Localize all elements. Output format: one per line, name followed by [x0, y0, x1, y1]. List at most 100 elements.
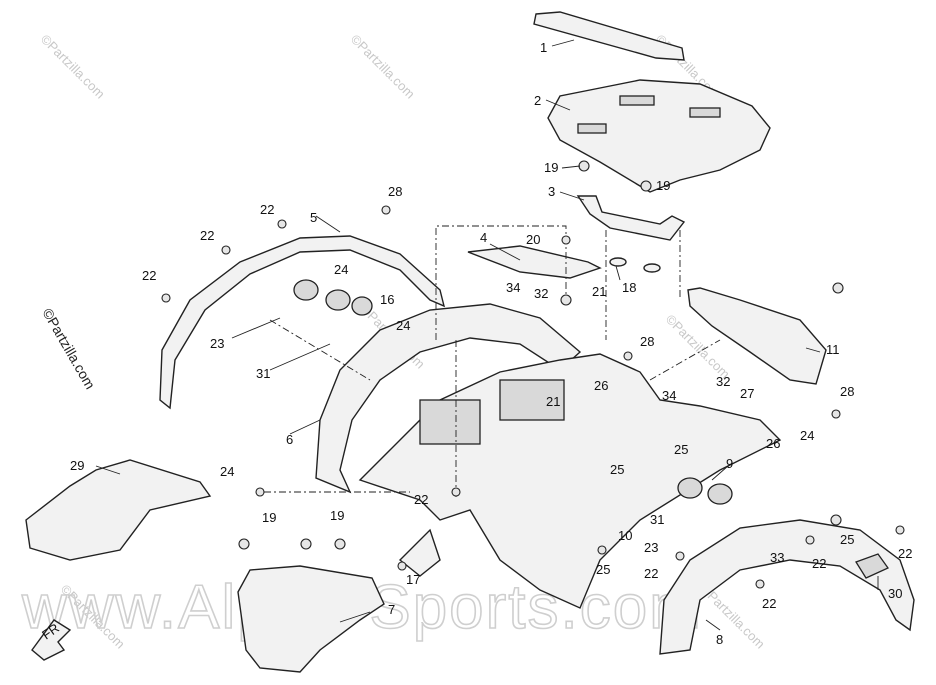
callout: 19 — [262, 510, 276, 525]
callout: 25 — [610, 462, 624, 477]
leader — [615, 265, 621, 281]
bolt — [623, 351, 633, 361]
callout: 1 — [540, 40, 547, 55]
callout-labels: 1 2 19 19 3 28 22 5 22 4 20 24 22 34 18 … — [70, 40, 912, 647]
leader — [489, 243, 521, 261]
bolt — [381, 205, 391, 215]
callout: 22 — [142, 268, 156, 283]
callout: 32 — [534, 286, 548, 301]
callout: 17 — [406, 572, 420, 587]
bolt — [161, 293, 171, 303]
callout: 28 — [840, 384, 854, 399]
part-9-tail-lights — [677, 477, 733, 505]
part-4-plate — [467, 245, 602, 279]
leader — [711, 465, 729, 481]
callout: 34 — [662, 388, 676, 403]
leader — [289, 419, 321, 435]
bolt — [238, 538, 250, 550]
storage-recess — [499, 379, 565, 421]
callout: 32 — [716, 374, 730, 389]
bolt — [255, 487, 265, 497]
part-2-slot — [619, 95, 655, 106]
leader — [339, 611, 371, 623]
leader — [545, 99, 571, 111]
callout: 9 — [726, 456, 733, 471]
callout: 24 — [334, 262, 348, 277]
callout: 6 — [286, 432, 293, 447]
callout: 34 — [506, 280, 520, 295]
storage-recess — [419, 399, 481, 445]
bolt — [300, 538, 312, 550]
part-2-rear-rack — [547, 79, 771, 193]
callout: 22 — [260, 202, 274, 217]
bolt — [397, 561, 407, 571]
callout: 33 — [770, 550, 784, 565]
bolt — [560, 294, 572, 306]
callout: 28 — [388, 184, 402, 199]
callout: 19 — [330, 508, 344, 523]
callout: 18 — [622, 280, 636, 295]
leader — [805, 347, 821, 353]
part-8-right-fender — [659, 519, 915, 655]
callout: 7 — [388, 602, 395, 617]
bolt — [561, 235, 571, 245]
centerline — [435, 225, 567, 340]
watermark: ©Partzilla.com — [38, 32, 108, 102]
callout: 26 — [594, 378, 608, 393]
tail-light — [677, 477, 703, 499]
leader-lines — [95, 39, 879, 631]
arrow-icon — [31, 619, 72, 661]
bolt — [805, 535, 815, 545]
callout: 23 — [644, 540, 658, 555]
callout: 24 — [396, 318, 410, 333]
callout: 28 — [640, 334, 654, 349]
callout: 5 — [310, 210, 317, 225]
part-7-battery-box — [237, 565, 385, 673]
bolt — [451, 487, 461, 497]
fastener-group — [161, 160, 905, 589]
bolt — [832, 282, 844, 294]
callout: 24 — [220, 464, 234, 479]
callout: 25 — [596, 562, 610, 577]
callout: 22 — [414, 492, 428, 507]
part-30-reflector — [855, 553, 889, 579]
bolt — [640, 180, 652, 192]
callout: 22 — [644, 566, 658, 581]
leader — [561, 165, 581, 169]
callout: 25 — [840, 532, 854, 547]
tail-light — [707, 483, 733, 505]
callout: 22 — [762, 596, 776, 611]
callout: 22 — [898, 546, 912, 561]
callout: 19 — [544, 160, 558, 175]
callout: 29 — [70, 458, 84, 473]
part-3-bracket — [576, 195, 686, 241]
leader — [551, 39, 575, 47]
centerline — [269, 319, 371, 381]
tail-light — [351, 296, 373, 316]
bolt — [578, 160, 590, 172]
callout: 25 — [674, 442, 688, 457]
callout: 31 — [256, 366, 270, 381]
bolt — [830, 514, 842, 526]
callout: 10 — [618, 528, 632, 543]
callout: 22 — [812, 556, 826, 571]
callout: 22 — [200, 228, 214, 243]
callout: 21 — [592, 284, 606, 299]
leader — [559, 191, 585, 201]
callout: 16 — [380, 292, 394, 307]
callout: 31 — [650, 512, 664, 527]
callout: 26 — [766, 436, 780, 451]
part-2-slot — [577, 123, 607, 134]
bolt — [831, 409, 841, 419]
callout: 30 — [888, 586, 902, 601]
bolt — [277, 219, 287, 229]
leader — [95, 465, 121, 475]
part-18-grommet — [643, 263, 661, 273]
tail-light — [293, 279, 319, 301]
tail-light — [325, 289, 351, 311]
bolt — [221, 245, 231, 255]
leader — [315, 215, 341, 233]
callout: 24 — [800, 428, 814, 443]
callout: 2 — [534, 93, 541, 108]
